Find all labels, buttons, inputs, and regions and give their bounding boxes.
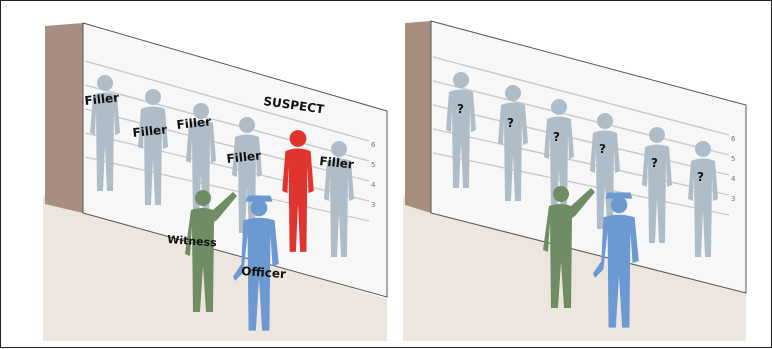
scale-tick: 4 (731, 175, 736, 183)
question-mark: ? (553, 130, 560, 144)
side-wall-right (405, 21, 431, 213)
side-wall-left (45, 23, 83, 213)
panel-right: ? ? ? ? ? ? 6 5 4 3 (403, 21, 746, 341)
question-mark: ? (697, 170, 704, 184)
scale-tick: 5 (371, 161, 375, 169)
question-mark: ? (651, 156, 658, 170)
scale-tick: 3 (731, 195, 735, 203)
scale-tick: 4 (371, 181, 376, 189)
question-mark: ? (507, 116, 514, 130)
question-mark: ? (599, 142, 606, 156)
scale-tick: 6 (371, 141, 376, 149)
scale-tick: 3 (371, 201, 375, 209)
scale-tick: 5 (731, 155, 735, 163)
scale-tick: 6 (731, 135, 736, 143)
question-mark: ? (457, 102, 464, 116)
panel-left: Filler Filler Filler Filler Filler SUSPE… (43, 23, 387, 341)
